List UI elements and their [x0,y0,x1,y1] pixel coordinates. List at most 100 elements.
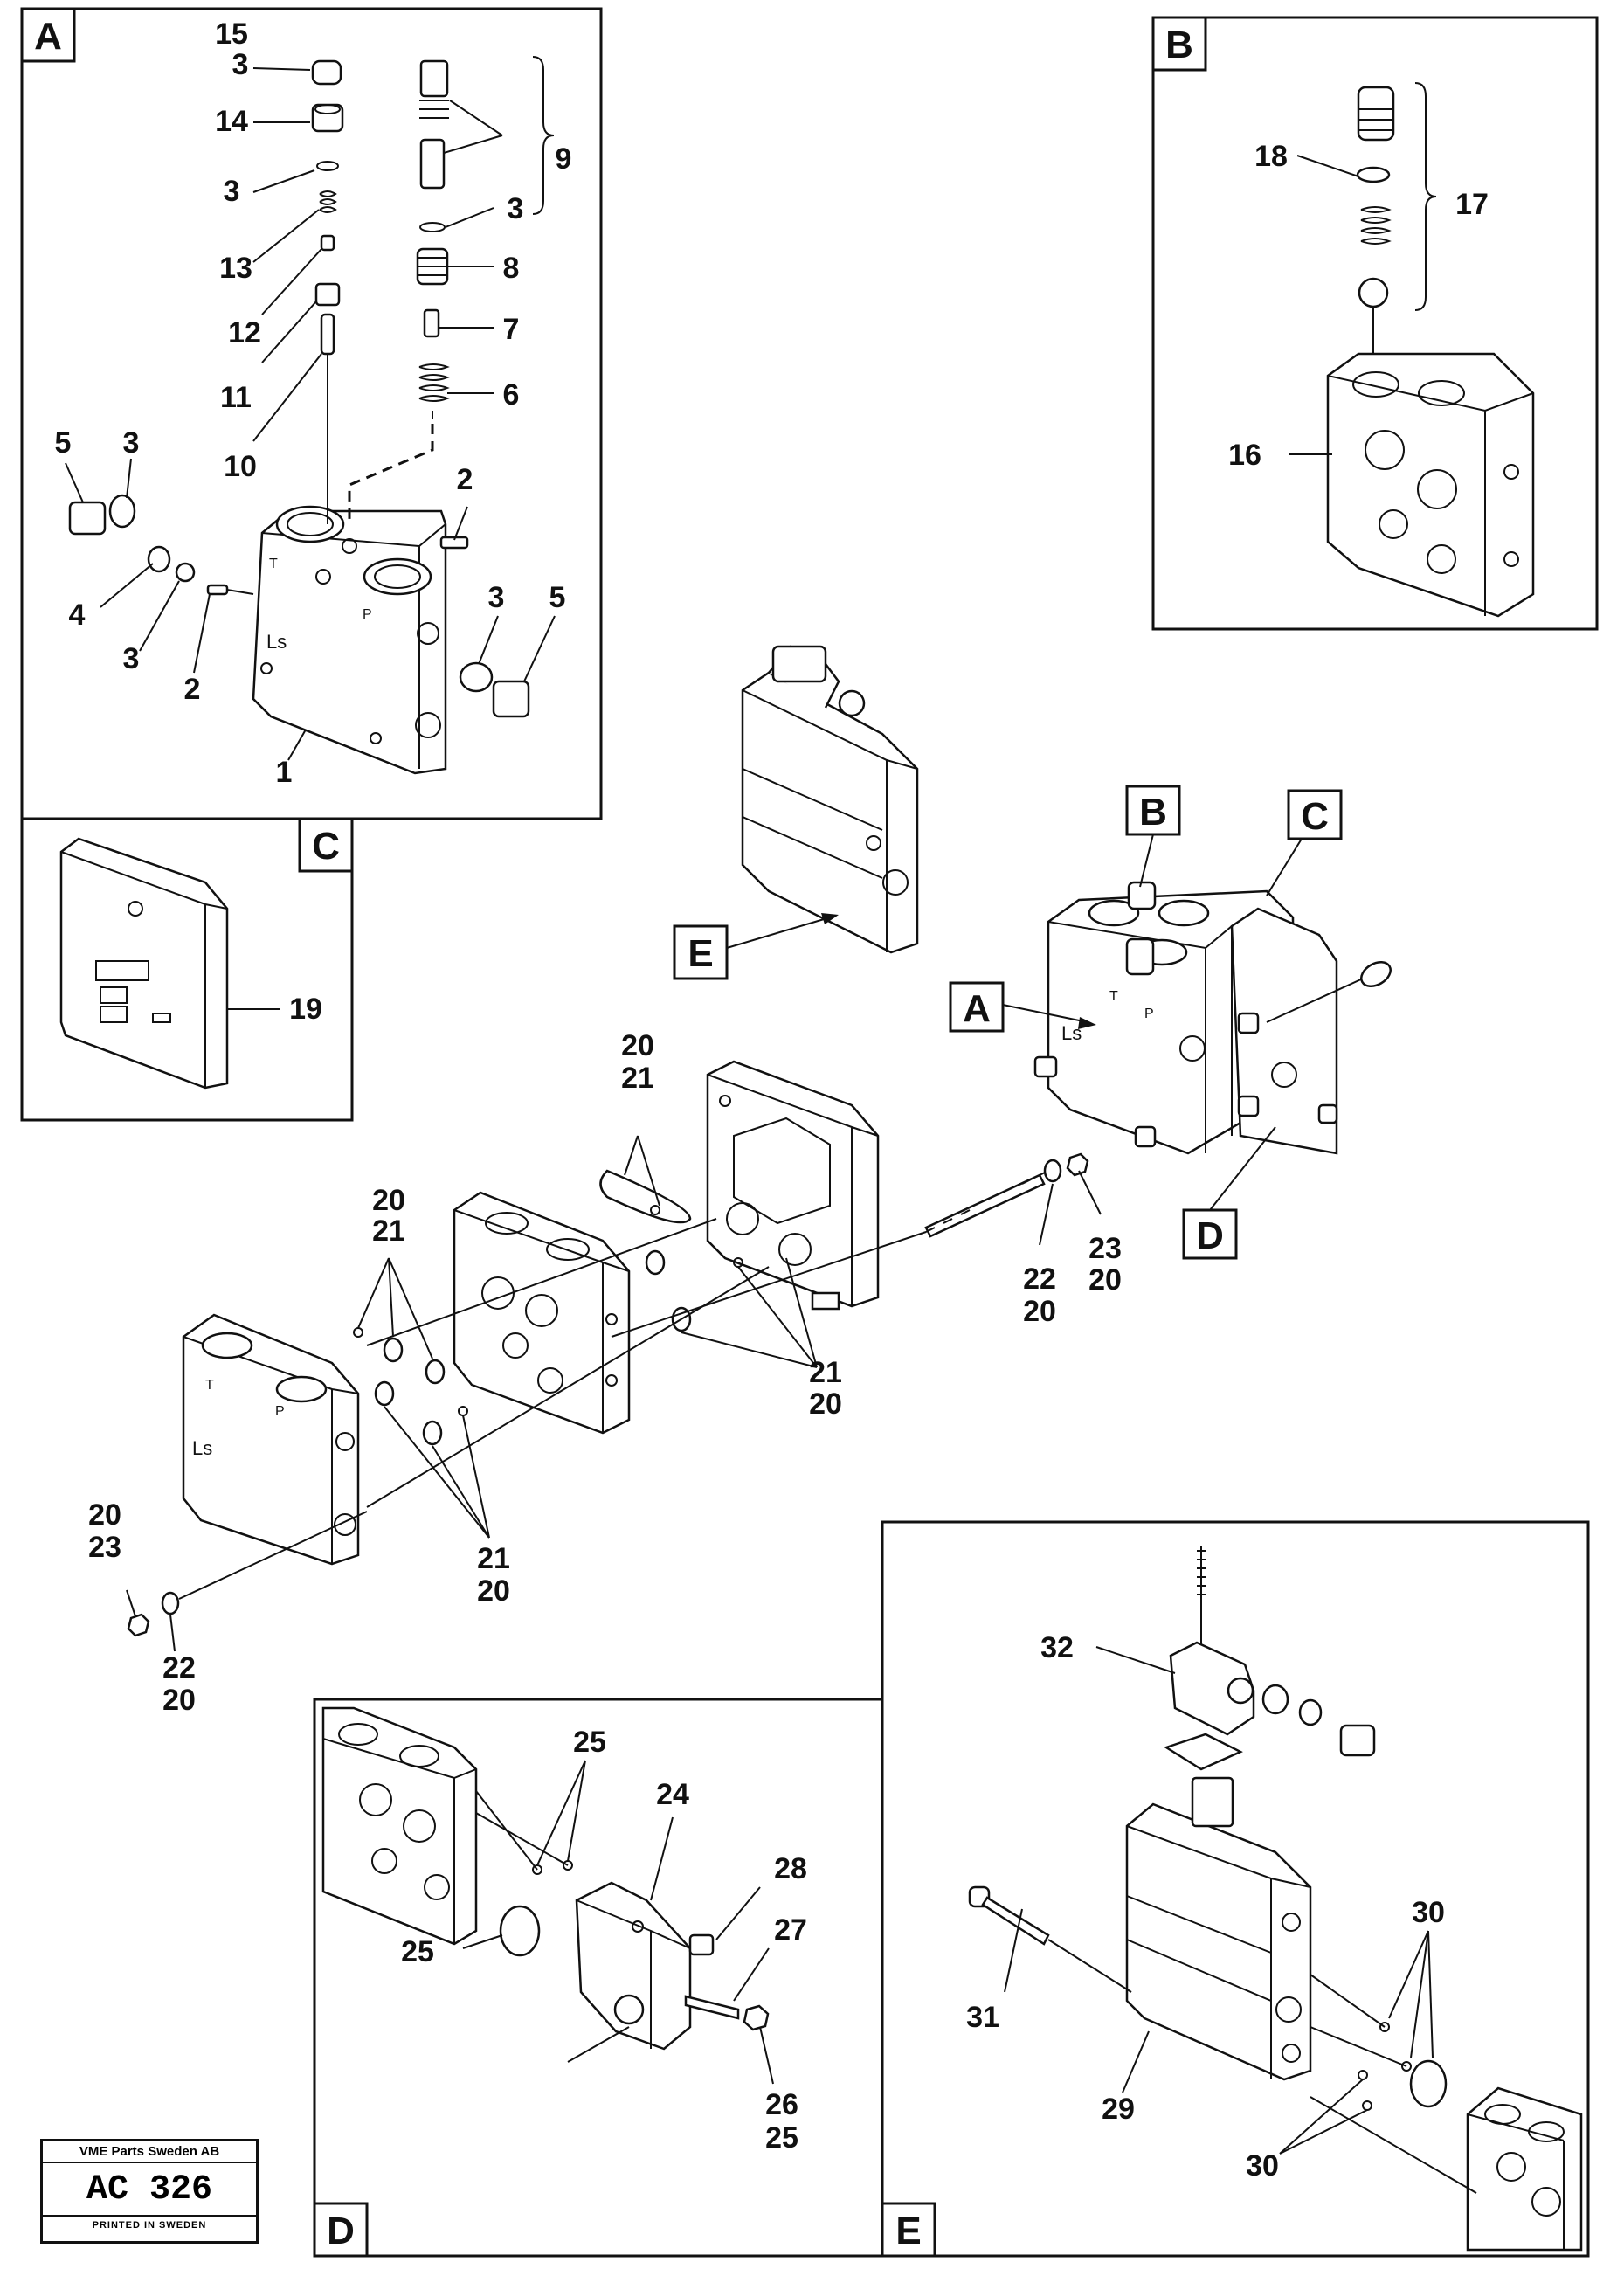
stamp-company: VME Parts Sweden AB [43,2141,256,2163]
part-label: 8 [503,252,520,285]
part-label: T [205,1378,214,1393]
solenoid-valve-e [741,645,919,954]
part-label: 21 [621,1062,654,1095]
part-label: 17 [1455,188,1489,221]
part-label: 25 [401,1935,434,1968]
part-label: 3 [123,426,140,460]
part-label: 12 [228,316,261,349]
part-label: 26 [765,2088,798,2121]
part-label: 20 [88,1498,121,1532]
part-label: 21 [372,1214,405,1248]
spool-stack-right [348,59,450,524]
panel-c-tag: C [312,825,340,868]
part-label: 20 [1088,1263,1122,1297]
part-label: 3 [508,192,524,225]
part-label: 5 [549,581,566,614]
panel-e: E [881,1520,1590,2258]
side-plugs-left [68,494,530,718]
part-label: 29 [1102,2093,1135,2126]
part-label: P [1144,1007,1154,1021]
part-label: 11 [220,381,252,414]
lever-bracket-24 [575,1881,692,2051]
part-label: 30 [1412,1896,1445,1929]
part-label: 7 [503,313,520,346]
part-label: 3 [224,175,240,208]
part-label: 27 [774,1913,807,1947]
part-label: 20 [162,1684,196,1717]
exploded-end-plate [706,1060,880,1311]
part-label: 15 [215,17,248,51]
connector-32 [1164,1546,1376,1771]
part-label: 18 [1254,140,1288,173]
callout-e: E [688,932,713,975]
solenoid-valve-29 [1125,1776,1312,2081]
part-label: 23 [1088,1232,1122,1265]
part-label: 5 [55,426,72,460]
assembled-valve: T P Ls [1033,881,1392,1155]
part-label: 21 [477,1542,510,1575]
part-label: T [269,557,278,571]
part-label: 3 [232,48,249,81]
exploded-section-front: T P Ls [182,1313,360,1566]
part-label: 25 [765,2121,798,2155]
part-label: 31 [966,2001,999,2034]
part-label: 10 [224,450,257,483]
part-label: 22 [1023,1262,1056,1296]
tie-rod [127,1152,1089,1637]
part-label: 22 [162,1651,196,1684]
part-label: Ls [266,631,287,653]
valve-body-1: T P Ls [252,505,447,775]
callout-c: C [1301,795,1329,838]
part-label: 32 [1040,1631,1074,1664]
panel-a-tag: A [34,15,62,58]
part-label: 20 [477,1574,510,1608]
part-label: 16 [1228,439,1261,472]
valve-fragment-e [1466,2086,1583,2252]
part-label: 2 [184,673,201,706]
part-label: 24 [656,1778,689,1811]
seals-and-orings [353,1169,770,1508]
part-label: 3 [488,581,505,614]
part-label: 20 [621,1029,654,1062]
panel-d: D 25 [313,1698,884,2258]
cover-plate-19 [59,837,229,1090]
panel-c: C 19 [20,817,354,1122]
part-label: 19 [289,993,322,1026]
panel-a-leaders [65,56,556,761]
panel-b-tag: B [1165,24,1193,66]
spool-stack-left [311,59,344,524]
center-leaders [126,1135,1102,1652]
part-label: P [363,607,372,622]
callout-d: D [1196,1214,1224,1257]
part-label: 20 [809,1387,842,1421]
part-label: P [275,1404,285,1419]
part-label: 2 [457,463,473,496]
part-label: 13 [219,252,252,285]
part-label: Ls [192,1437,212,1459]
valve-section-16 [1326,352,1535,618]
part-label: 30 [1246,2149,1279,2183]
panel-d-tag: D [327,2210,355,2252]
callout-a: A [963,987,991,1030]
part-label: Ls [1061,1022,1082,1044]
part-label: 3 [123,642,140,675]
callout-b: B [1139,791,1167,834]
part-label: 1 [276,756,293,789]
part-label: 9 [556,142,572,176]
panel-b: B 18 17 16 [1151,16,1599,631]
stamp-code: AC 326 [43,2163,256,2217]
part-label: 20 [372,1184,405,1217]
part-label: 20 [1023,1295,1056,1328]
part-label: 4 [69,598,86,632]
part-label: 28 [774,1852,807,1885]
part-label: 25 [573,1726,606,1759]
valve-fragment-d [321,1706,478,1946]
title-stamp: VME Parts Sweden AB AC 326 PRINTED IN SW… [40,2139,259,2244]
exploded-section-middle [453,1191,631,1435]
part-label: 14 [215,105,248,138]
part-label: 6 [503,378,520,412]
part-label: T [1109,989,1118,1004]
panel-a: A T P Ls [20,7,603,820]
part-label: 21 [809,1356,842,1389]
